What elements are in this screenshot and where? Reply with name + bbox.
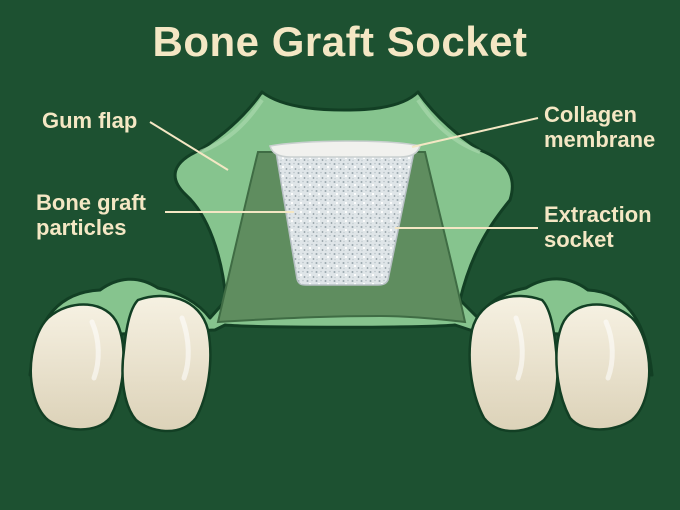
label-collagen-line-1: Collagen bbox=[544, 102, 637, 127]
tooth-left-outer bbox=[29, 303, 125, 431]
collagen-membrane bbox=[269, 140, 421, 158]
gum-ridge-right bbox=[416, 98, 481, 154]
gum-ridge-left bbox=[199, 98, 264, 154]
label-collagen-membrane: Collagen membrane bbox=[544, 102, 655, 152]
label-gum-flap: Gum flap bbox=[42, 108, 138, 133]
label-extraction-line-2: socket bbox=[544, 227, 614, 252]
leader-line-gum-flap bbox=[149, 121, 229, 171]
label-bone-graft-particles: Bone graft particles bbox=[36, 190, 146, 240]
bone-graft-particles bbox=[275, 151, 415, 286]
label-bone-graft-line-2: particles bbox=[36, 215, 127, 240]
tooth-right-inner bbox=[468, 294, 559, 433]
tooth-left-inner bbox=[121, 294, 212, 433]
label-collagen-line-2: membrane bbox=[544, 127, 656, 152]
page-title: Bone Graft Socket bbox=[152, 18, 528, 65]
label-bone-graft-line-1: Bone graft bbox=[36, 190, 146, 215]
tooth-right-outer bbox=[555, 303, 651, 431]
label-extraction-socket: Extraction socket bbox=[544, 202, 652, 252]
leader-line-collagen bbox=[411, 117, 539, 148]
leader-lines bbox=[149, 117, 539, 229]
label-extraction-line-1: Extraction bbox=[544, 202, 652, 227]
teeth bbox=[29, 294, 651, 433]
